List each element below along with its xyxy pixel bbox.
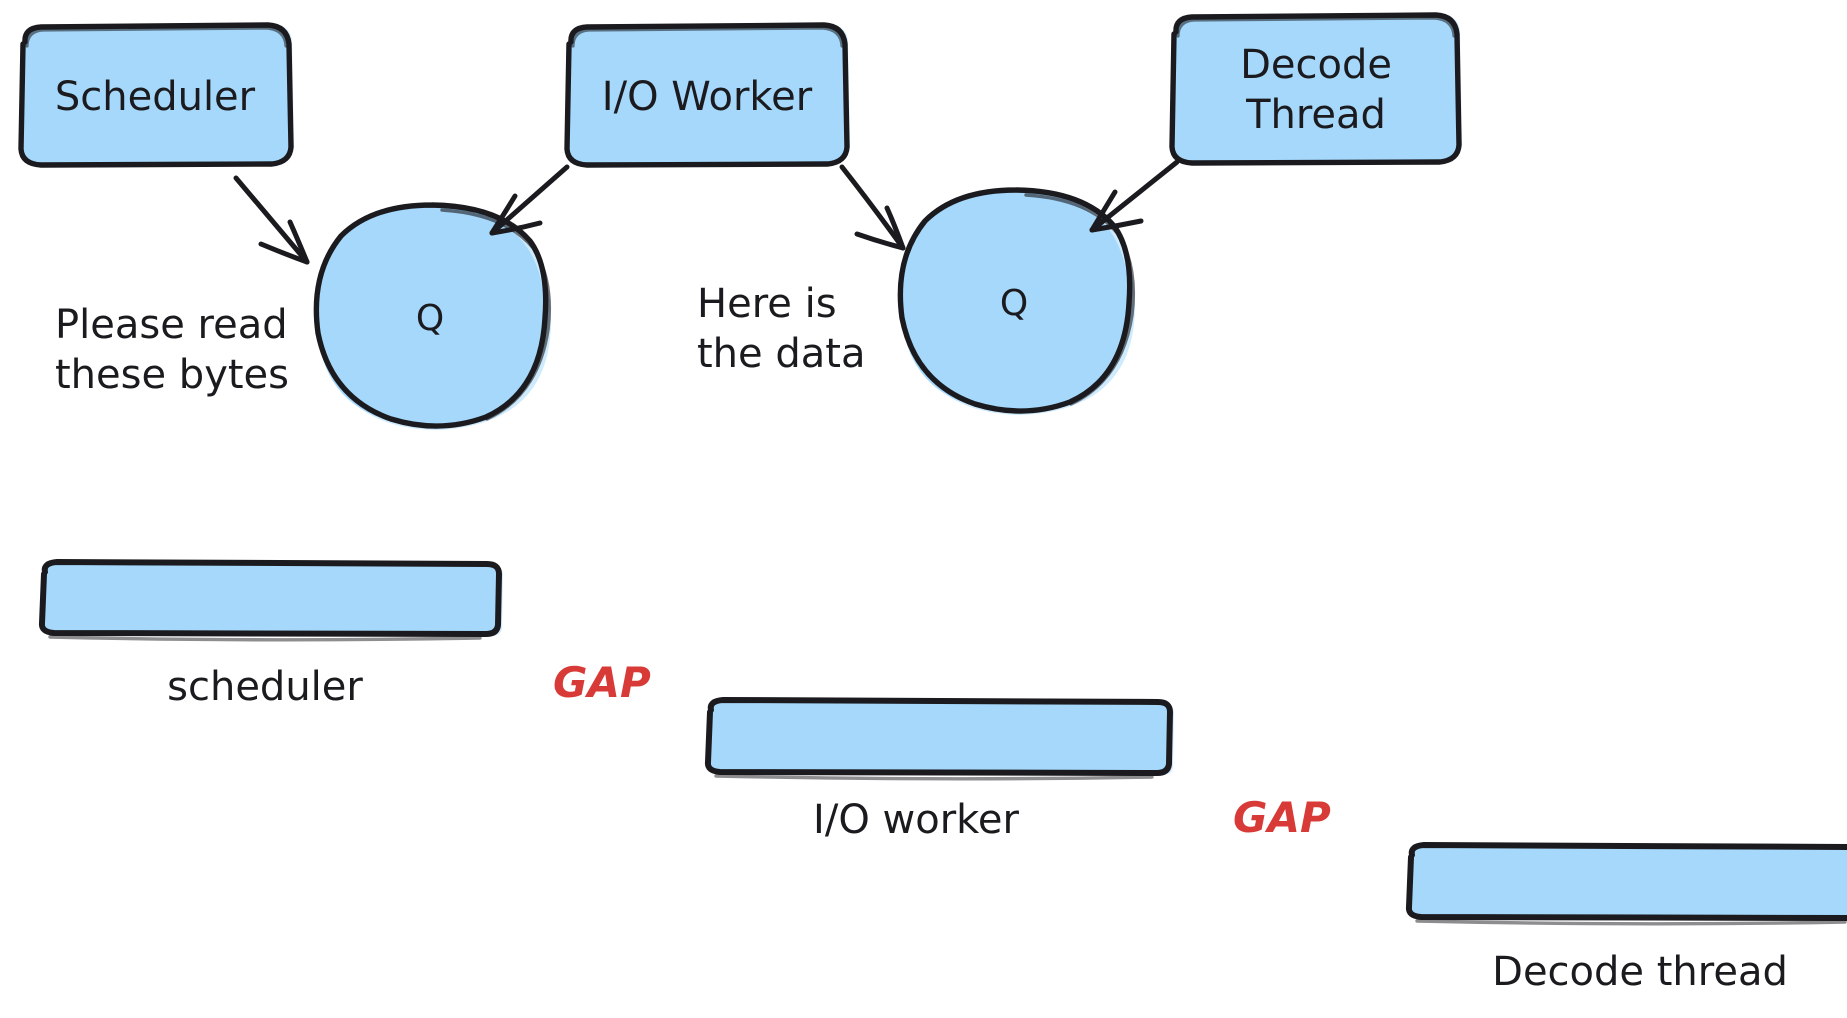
node-decode-thread[interactable]: Decode Thread: [1169, 12, 1462, 166]
io-worker-bar-outline: [704, 697, 1173, 776]
queue-2-fill: [900, 190, 1130, 411]
annotation-please-read-line2: these bytes: [55, 352, 289, 398]
arrow-shaft: [1089, 159, 1180, 233]
timeline-bar-decode-thread[interactable]: Decode thread: [1405, 842, 1847, 995]
annotation-please-read-line1: Please read: [55, 302, 288, 348]
node-queue-2[interactable]: Q: [897, 187, 1136, 415]
io-worker-bar-fill: [708, 700, 1170, 773]
arrow-shaft: [839, 164, 906, 251]
decode-thread-bar-outline: [1405, 842, 1847, 921]
arrow-head-lower: [854, 231, 906, 251]
queue-1-fill: [316, 205, 546, 426]
arrow-io-worker-to-queue-2: [839, 164, 906, 251]
arrow-head-lower: [1089, 218, 1144, 233]
arrow-io-worker-to-queue-1: [489, 164, 570, 236]
gap-2-text: GAP: [1233, 793, 1331, 842]
arrow-head-upper: [489, 193, 518, 236]
io-worker-box-outline-b: [571, 26, 844, 48]
arrow-head-lower: [258, 241, 310, 265]
arrow-head-upper: [1089, 189, 1118, 233]
arrow-shaft: [233, 175, 310, 265]
decode-thread-box-outline: [1169, 12, 1462, 166]
scheduler-box-label: Scheduler: [55, 74, 256, 120]
arrow-scheduler-to-queue-1: [233, 175, 310, 265]
scheduler-bar-label: scheduler: [167, 664, 363, 710]
arrow-shaft: [489, 164, 570, 236]
arrow-head-upper: [287, 219, 310, 265]
scheduler-bar-outline-b: [48, 635, 482, 642]
scheduler-bar-fill: [42, 562, 499, 634]
scheduler-box-outline: [18, 22, 294, 168]
scheduler-box-fill: [21, 25, 291, 165]
queue-2-outline-b: [1024, 193, 1136, 406]
queue-1-outline-b: [440, 208, 552, 421]
decode-thread-box-label-line2: Thread: [1245, 92, 1386, 138]
decode-thread-box-fill: [1172, 15, 1459, 163]
io-worker-bar-label: I/O worker: [813, 797, 1019, 843]
io-worker-box-fill: [567, 25, 847, 165]
gap-label-2: GAP: [1233, 793, 1331, 842]
gap-label-1: GAP: [553, 658, 651, 707]
decode-thread-bar-outline-b: [1415, 919, 1847, 926]
decode-thread-box-label-line1: Decode: [1240, 42, 1392, 88]
timeline-bar-io-worker[interactable]: I/O worker: [704, 697, 1174, 843]
io-worker-bar-outline-b: [714, 774, 1154, 781]
annotation-here-is-data-line2: the data: [697, 331, 865, 377]
node-queue-1[interactable]: Q: [313, 202, 552, 430]
io-worker-box-label: I/O Worker: [602, 74, 813, 120]
node-scheduler[interactable]: Scheduler: [18, 22, 294, 168]
annotation-please-read: Please read these bytes: [55, 302, 289, 398]
queue-2-label: Q: [1000, 283, 1028, 324]
arrow-decode-thread-to-queue-2: [1089, 159, 1180, 233]
annotation-here-is-data: Here is the data: [697, 281, 865, 377]
node-io-worker[interactable]: I/O Worker: [564, 22, 850, 168]
decode-thread-bar-label: Decode thread: [1492, 949, 1788, 995]
annotation-here-is-data-line1: Here is: [697, 281, 837, 327]
decode-thread-box-outline-b: [1176, 16, 1456, 38]
arrow-head-lower: [489, 220, 543, 236]
scheduler-bar-outline: [38, 559, 502, 637]
gap-1-text: GAP: [553, 658, 651, 707]
timeline-bar-scheduler[interactable]: scheduler: [38, 559, 503, 710]
arrow-head-upper: [884, 205, 906, 251]
decode-thread-bar-fill: [1409, 845, 1847, 918]
scheduler-box-outline-b: [25, 26, 288, 48]
queue-1-label: Q: [416, 298, 444, 339]
io-worker-box-outline: [564, 22, 850, 168]
